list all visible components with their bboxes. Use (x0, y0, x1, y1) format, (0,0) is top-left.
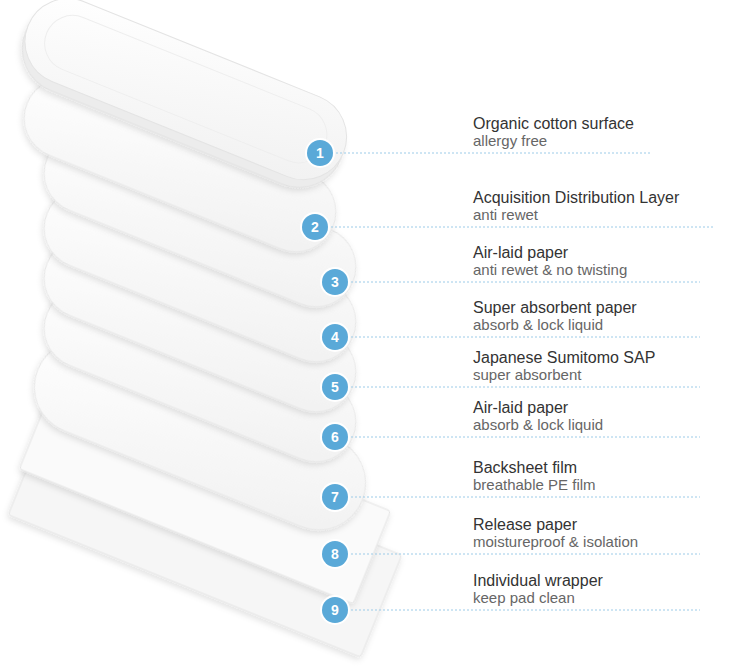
callout-number: 3 (331, 275, 339, 289)
layer-note: keep pad clean (473, 589, 575, 607)
callout-number: 4 (331, 330, 339, 344)
layer-name: Air-laid paper (473, 243, 568, 262)
callout-circle: 4 (322, 324, 348, 350)
callout-circle: 9 (322, 597, 348, 623)
layer-name: Super absorbent paper (473, 298, 637, 317)
callout-number: 8 (331, 547, 339, 561)
layer-name: Individual wrapper (473, 571, 603, 590)
layer-note: moistureproof & isolation (473, 533, 638, 551)
layer-name: Organic cotton surface (473, 114, 634, 133)
callout-circle: 7 (322, 484, 348, 510)
layer-note: anti rewet & no twisting (473, 261, 627, 279)
callout-number: 6 (331, 430, 339, 444)
layer-name: Acquisition Distribution Layer (473, 188, 679, 207)
callout-circle: 6 (322, 424, 348, 450)
callout-number: 7 (331, 490, 339, 504)
layer-note: absorb & lock liquid (473, 416, 603, 434)
callout-number: 2 (311, 220, 319, 234)
callout-number: 9 (331, 603, 339, 617)
layer-note: anti rewet (473, 206, 538, 224)
layer-note: allergy free (473, 132, 547, 150)
top-pad (9, 0, 360, 201)
callout-circle: 1 (307, 140, 333, 166)
layer-name: Backsheet film (473, 458, 577, 477)
layer-note: super absorbent (473, 366, 581, 384)
callout-circle: 2 (302, 214, 328, 240)
layer-name: Air-laid paper (473, 398, 568, 417)
layer-name: Japanese Sumitomo SAP (473, 348, 655, 367)
layer-name: Release paper (473, 515, 577, 534)
callout-circle: 5 (322, 374, 348, 400)
layer-note: absorb & lock liquid (473, 316, 603, 334)
leader-lines (331, 153, 715, 610)
callout-circle: 8 (322, 541, 348, 567)
layer-note: breathable PE film (473, 476, 596, 494)
callout-number: 5 (331, 380, 339, 394)
callout-circle: 3 (322, 269, 348, 295)
callout-number: 1 (316, 146, 324, 160)
